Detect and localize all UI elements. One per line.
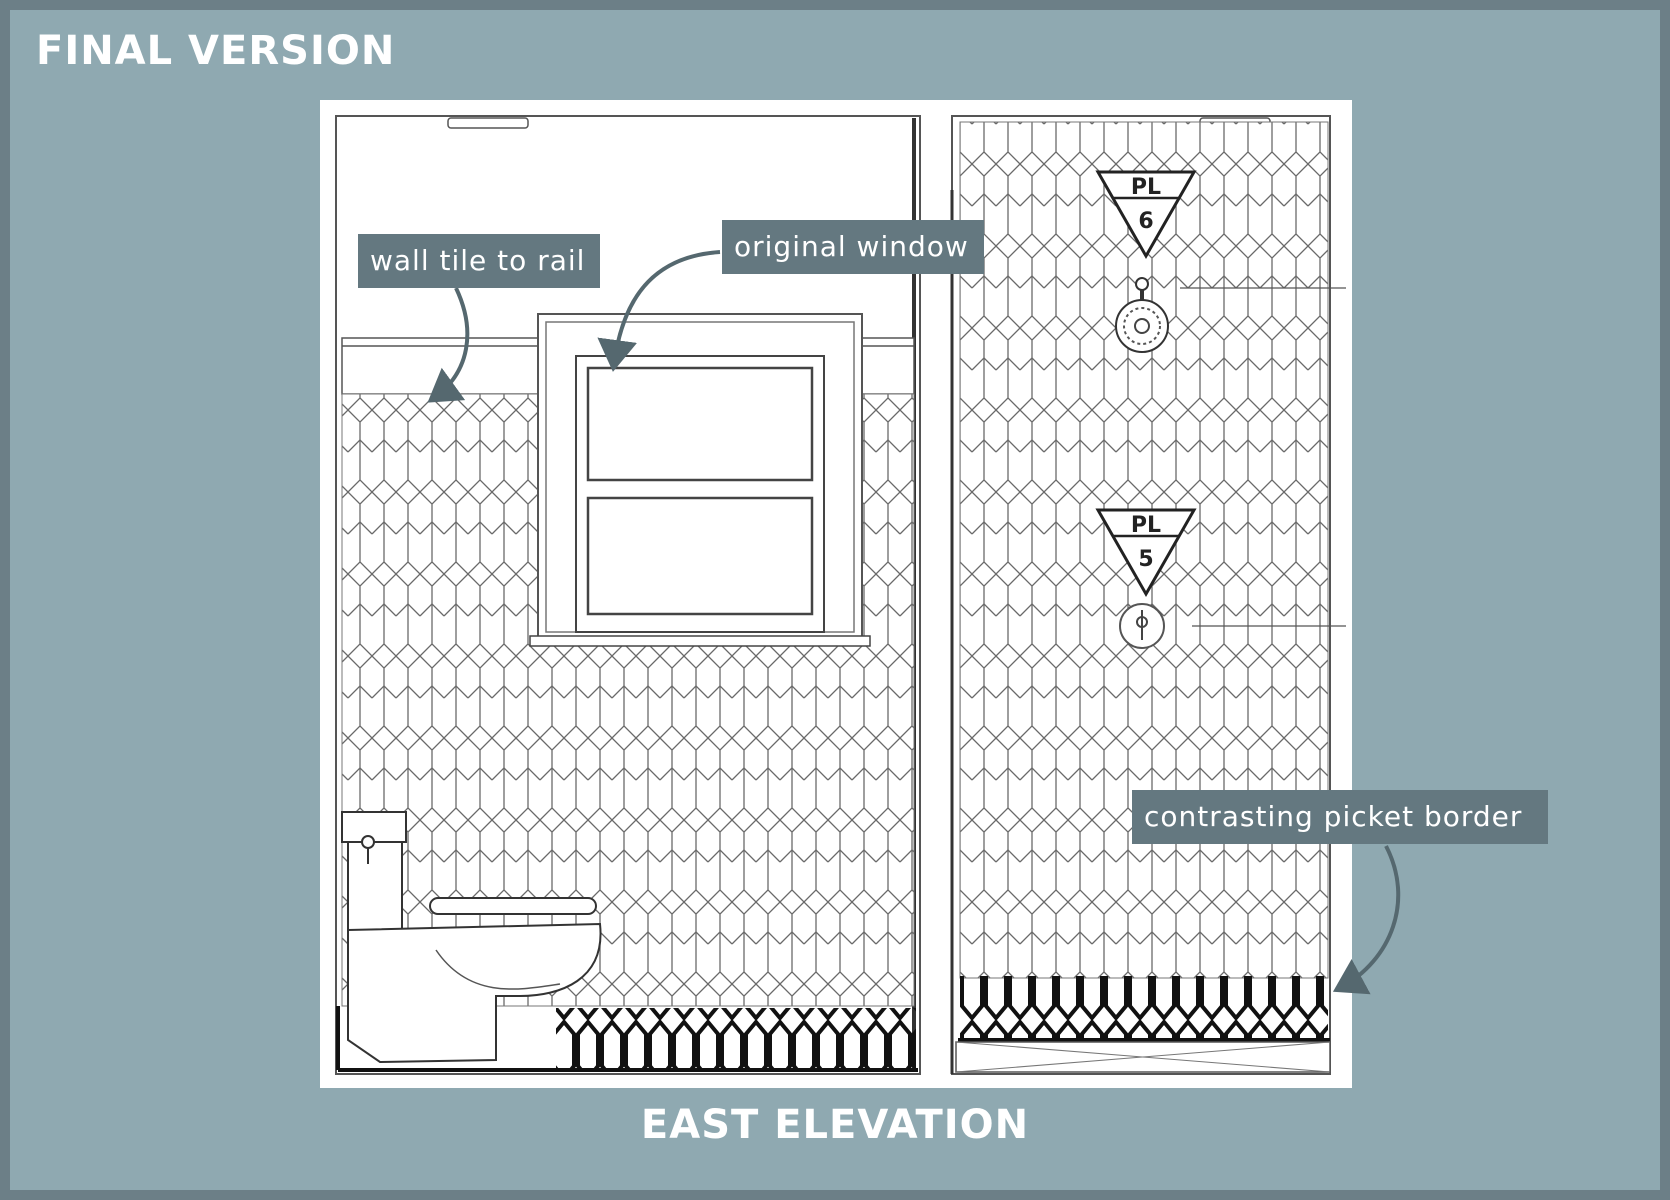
arrow-window <box>597 250 721 372</box>
right-wall <box>950 115 1346 1075</box>
marker-pl6-number: 6 <box>1138 209 1153 234</box>
callout-original-window: original window <box>722 220 984 274</box>
picket-border-left <box>556 1008 916 1070</box>
toilet <box>341 811 602 1064</box>
heading-final-version: FINAL VERSION <box>36 28 396 74</box>
footer-east-elevation: EAST ELEVATION <box>640 1102 1030 1148</box>
arrow-border <box>1332 845 1401 995</box>
callout-picket-border: contrasting picket border <box>1132 790 1548 844</box>
marker-pl6-code: PL <box>1131 175 1161 200</box>
marker-pl5 <box>1095 508 1197 598</box>
callout-wall-tile: wall tile to rail <box>358 234 600 288</box>
marker-pl5-number: 5 <box>1138 547 1153 572</box>
showerhead <box>1115 277 1346 353</box>
arrow-wall-tile <box>427 287 470 403</box>
marker-pl6 <box>1095 170 1197 260</box>
picket-border-right <box>960 976 1328 1038</box>
marker-pl5-code: PL <box>1131 513 1161 538</box>
shower-valve <box>1119 603 1346 649</box>
window <box>529 313 871 647</box>
